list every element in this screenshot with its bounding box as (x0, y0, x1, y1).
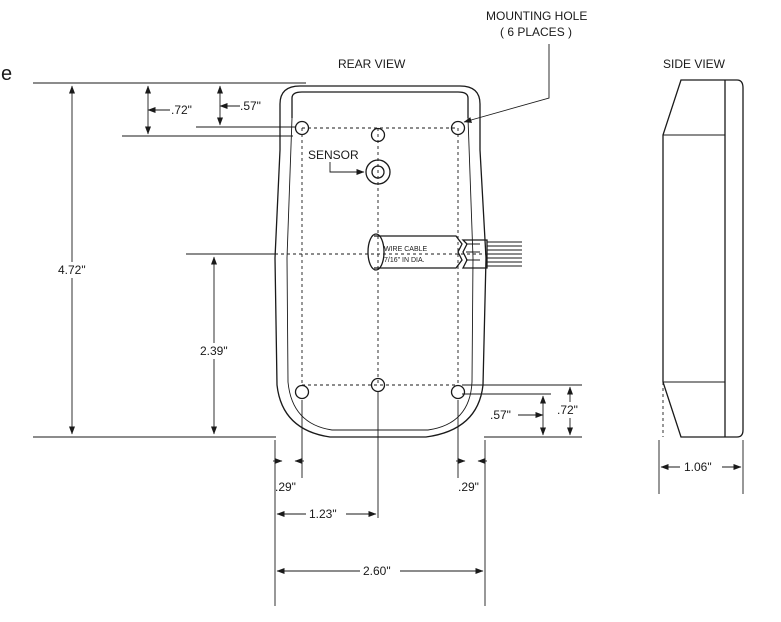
edge-fragment-text: e (1, 63, 12, 85)
dimension-overall-width: 2.60" (363, 564, 391, 578)
dimension-top-hole-spacing: .57" (240, 99, 261, 113)
mounting-holes (294, 120, 466, 400)
side-view-title: SIDE VIEW (663, 57, 726, 71)
dimension-right-edge-to-hole: .29" (458, 480, 479, 494)
sensor-label: SENSOR (308, 148, 359, 162)
mounting-hole-label-line2: ( 6 PLACES ) (500, 25, 572, 39)
side-view: SIDE VIEW 1.06" (658, 57, 744, 494)
mounting-hole-bottom-left (294, 384, 310, 400)
mounting-hole-top-center (370, 127, 386, 143)
mounting-hole-callout: MOUNTING HOLE ( 6 PLACES ) (463, 9, 587, 123)
rear-housing-outline (274, 85, 487, 438)
dimension-half-width: 1.23" (309, 507, 337, 521)
rear-view: WIRE CABLE 7/16" IN DIA. SENSOR MOUNTING… (274, 9, 587, 438)
dimension-hole-to-bottom: 2.39" (200, 344, 228, 358)
wire-cable-label-line2: 7/16" IN DIA. (384, 257, 425, 264)
mounting-hole-bottom-right (450, 384, 466, 400)
wire-cable: WIRE CABLE 7/16" IN DIA. (367, 233, 522, 271)
sensor-callout: SENSOR (308, 148, 365, 175)
mounting-hole-bottom-center (370, 377, 386, 393)
dimension-left-edge-to-hole: .29" (275, 480, 296, 494)
mounting-hole-top-left (294, 120, 310, 136)
wire-cable-label-line1: WIRE CABLE (384, 246, 428, 253)
dimension-bottom-hole-offset: .72" (557, 403, 578, 417)
rear-housing-inner-line (286, 117, 474, 431)
dimension-overall-height: 4.72" (58, 263, 86, 277)
dimension-depth: 1.06" (684, 460, 712, 474)
cable-wires (487, 241, 522, 267)
dimension-top-hole-offset: .72" (171, 103, 192, 117)
sensor (365, 159, 391, 185)
mounting-hole-label-line1: MOUNTING HOLE (486, 9, 587, 23)
rear-housing-inner-lip (291, 91, 469, 118)
side-housing-outline (662, 79, 744, 438)
dimension-bottom-hole-spacing: .57" (490, 408, 511, 422)
rear-dimensions: 4.72" 2.39" .72" .57" .57" .72" .29" (33, 82, 588, 606)
hole-centre-lines (275, 127, 486, 386)
rear-view-title: REAR VIEW (338, 57, 406, 71)
mounting-hole-top-right (450, 120, 466, 136)
